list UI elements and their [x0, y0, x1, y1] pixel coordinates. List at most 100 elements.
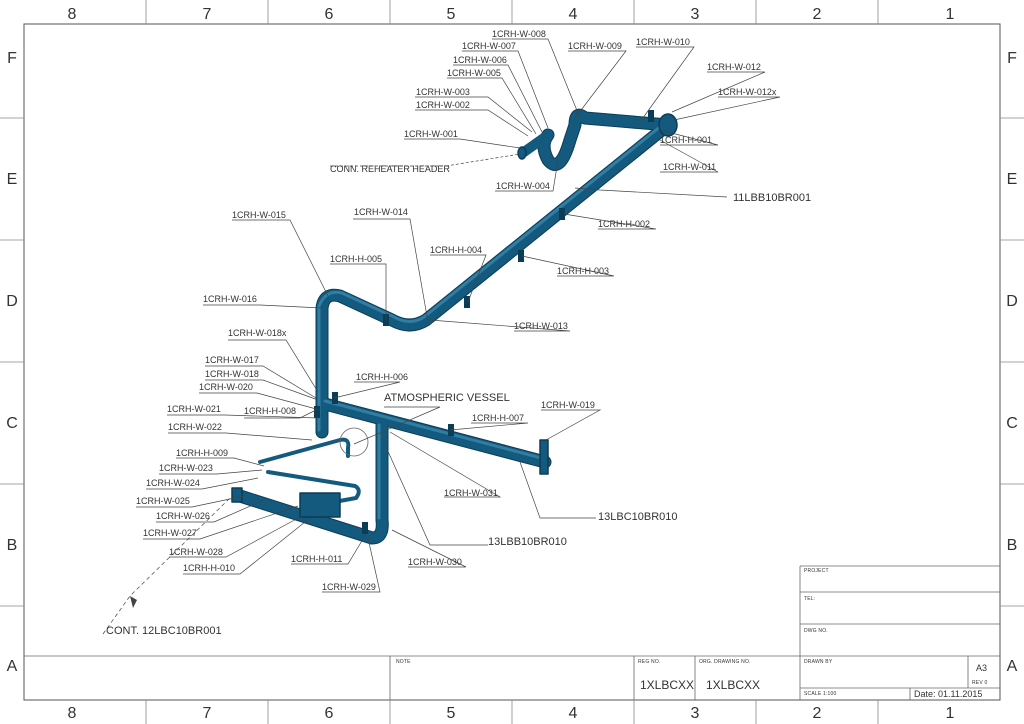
pipe-main-run [316, 119, 674, 438]
label-w027: 1CRH-W-027 [143, 528, 197, 538]
label-13lbb: 13LBB10BR010 [488, 536, 567, 548]
col-bottom-8: 8 [68, 705, 77, 722]
label-w004: 1CRH-W-004 [496, 181, 550, 191]
hanger-h008 [314, 406, 320, 418]
label-h008: 1CRH-H-008 [244, 406, 296, 416]
label-h010: 1CRH-H-010 [183, 563, 235, 573]
label-h009: 1CRH-H-009 [176, 448, 228, 458]
label-w003: 1CRH-W-003 [416, 87, 470, 97]
label-w016: 1CRH-W-016 [203, 294, 257, 304]
label-w015: 1CRH-W-015 [232, 210, 286, 220]
label-w006: 1CRH-W-006 [453, 55, 507, 65]
label-w001: 1CRH-W-001 [404, 129, 458, 139]
label-w024: 1CRH-W-024 [146, 478, 200, 488]
label-w028: 1CRH-W-028 [169, 547, 223, 557]
col-bottom-7: 7 [203, 705, 212, 722]
label-w026: 1CRH-W-026 [156, 511, 210, 521]
col-bottom-6: 6 [325, 705, 334, 722]
label-w018x: 1CRH-W-018x [228, 328, 287, 338]
label-w013: 1CRH-W-013 [514, 321, 568, 331]
flange-12x [658, 113, 678, 137]
row-right-a: A [1007, 658, 1018, 675]
leader-lines [102, 38, 781, 635]
reg-label: REG NO. [638, 659, 661, 665]
label-13lbc: 13LBC10BR010 [598, 511, 678, 523]
hanger-h004 [464, 296, 470, 308]
piping [231, 108, 678, 545]
label-h001: 1CRH-H-001 [660, 135, 712, 145]
label-w002: 1CRH-W-002 [416, 100, 470, 110]
label-h004: 1CRH-H-004 [430, 245, 482, 255]
hanger-h003 [518, 250, 524, 262]
label-w030: 1CRH-W-030 [408, 557, 462, 567]
label-h006: 1CRH-H-006 [356, 372, 408, 382]
label-conn-reheater: CONN. REHEATER HEADER [330, 164, 450, 174]
org-label: ORG. DRAWING NO. [699, 659, 751, 665]
col-top-6: 6 [325, 6, 334, 23]
label-w020: 1CRH-W-020 [199, 382, 253, 392]
col-bottom-4: 4 [569, 705, 578, 722]
col-top-1: 1 [946, 6, 955, 23]
row-right-e: E [1007, 171, 1018, 188]
label-w008: 1CRH-W-008 [492, 29, 546, 39]
row-left-d: D [6, 293, 18, 310]
col-bottom-1: 1 [946, 705, 955, 722]
col-top-2: 2 [813, 6, 822, 23]
label-w007: 1CRH-W-007 [462, 41, 516, 51]
date: Date: 01.11.2015 [914, 689, 983, 699]
row-right-f: F [1007, 50, 1017, 67]
label-w017: 1CRH-W-017 [205, 355, 259, 365]
label-cont: CONT. 12LBC10BR001 [106, 625, 222, 637]
label-w031: 1CRH-W-031 [444, 488, 498, 498]
label-w023: 1CRH-W-023 [159, 463, 213, 473]
label-w029: 1CRH-W-029 [322, 582, 376, 592]
row-left-c: C [6, 415, 18, 432]
pipe-bypass-loop [266, 470, 361, 508]
label-w005: 1CRH-W-005 [447, 68, 501, 78]
cont-arrow-head [130, 596, 137, 608]
title-block [24, 565, 1000, 700]
revision: Rev 0 [972, 680, 988, 686]
hanger-h001 [648, 110, 654, 122]
row-right-b: B [1007, 537, 1018, 554]
scale: SCALE 1:100 [804, 691, 837, 697]
sheet-size: A3 [976, 663, 988, 673]
w019-end [539, 439, 549, 475]
label-w012: 1CRH-W-012 [707, 62, 761, 72]
col-bottom-2: 2 [813, 705, 822, 722]
label-h007: 1CRH-H-007 [472, 413, 524, 423]
label-w022: 1CRH-W-022 [168, 422, 222, 432]
label-11lbb: 11LBB10BR001 [733, 192, 811, 204]
label-h005: 1CRH-H-005 [330, 254, 382, 264]
dwg-label: DWG NO. [804, 628, 828, 634]
label-h002: 1CRH-H-002 [598, 219, 650, 229]
label-h003: 1CRH-H-003 [557, 266, 609, 276]
col-top-5: 5 [447, 6, 456, 23]
pipe-main-run-highlight [317, 120, 668, 432]
row-left-b: B [7, 537, 18, 554]
callout-labels: 1CRH-W-008 1CRH-W-007 1CRH-W-009 1CRH-W-… [106, 29, 811, 637]
atmospheric-vessel-marker [339, 427, 369, 457]
label-w025: 1CRH-W-025 [136, 496, 190, 506]
label-w019: 1CRH-W-019 [541, 400, 595, 410]
pipe-vertical-b [234, 419, 388, 544]
label-w021: 1CRH-W-021 [167, 404, 221, 414]
col-bottom-3: 3 [691, 705, 700, 722]
row-right-d: D [1006, 293, 1018, 310]
valve-body [299, 492, 341, 518]
hanger-h002 [559, 208, 565, 220]
pipe-lower-run-highlight [323, 399, 547, 461]
col-bottom-5: 5 [447, 705, 456, 722]
label-h011: 1CRH-H-011 [291, 554, 342, 564]
col-top-8: 8 [68, 6, 77, 23]
pipe-lower-run [319, 398, 551, 468]
col-top-3: 3 [691, 6, 700, 23]
pipe-top-header [538, 109, 674, 170]
inlet-end [517, 146, 527, 160]
zone-labels: 8 7 6 5 4 3 2 1 8 7 6 5 4 3 2 1 F E D C … [6, 6, 1018, 722]
col-top-4: 4 [569, 6, 578, 23]
row-left-a: A [7, 658, 18, 675]
drawn-label: DRAWN BY [804, 659, 833, 665]
